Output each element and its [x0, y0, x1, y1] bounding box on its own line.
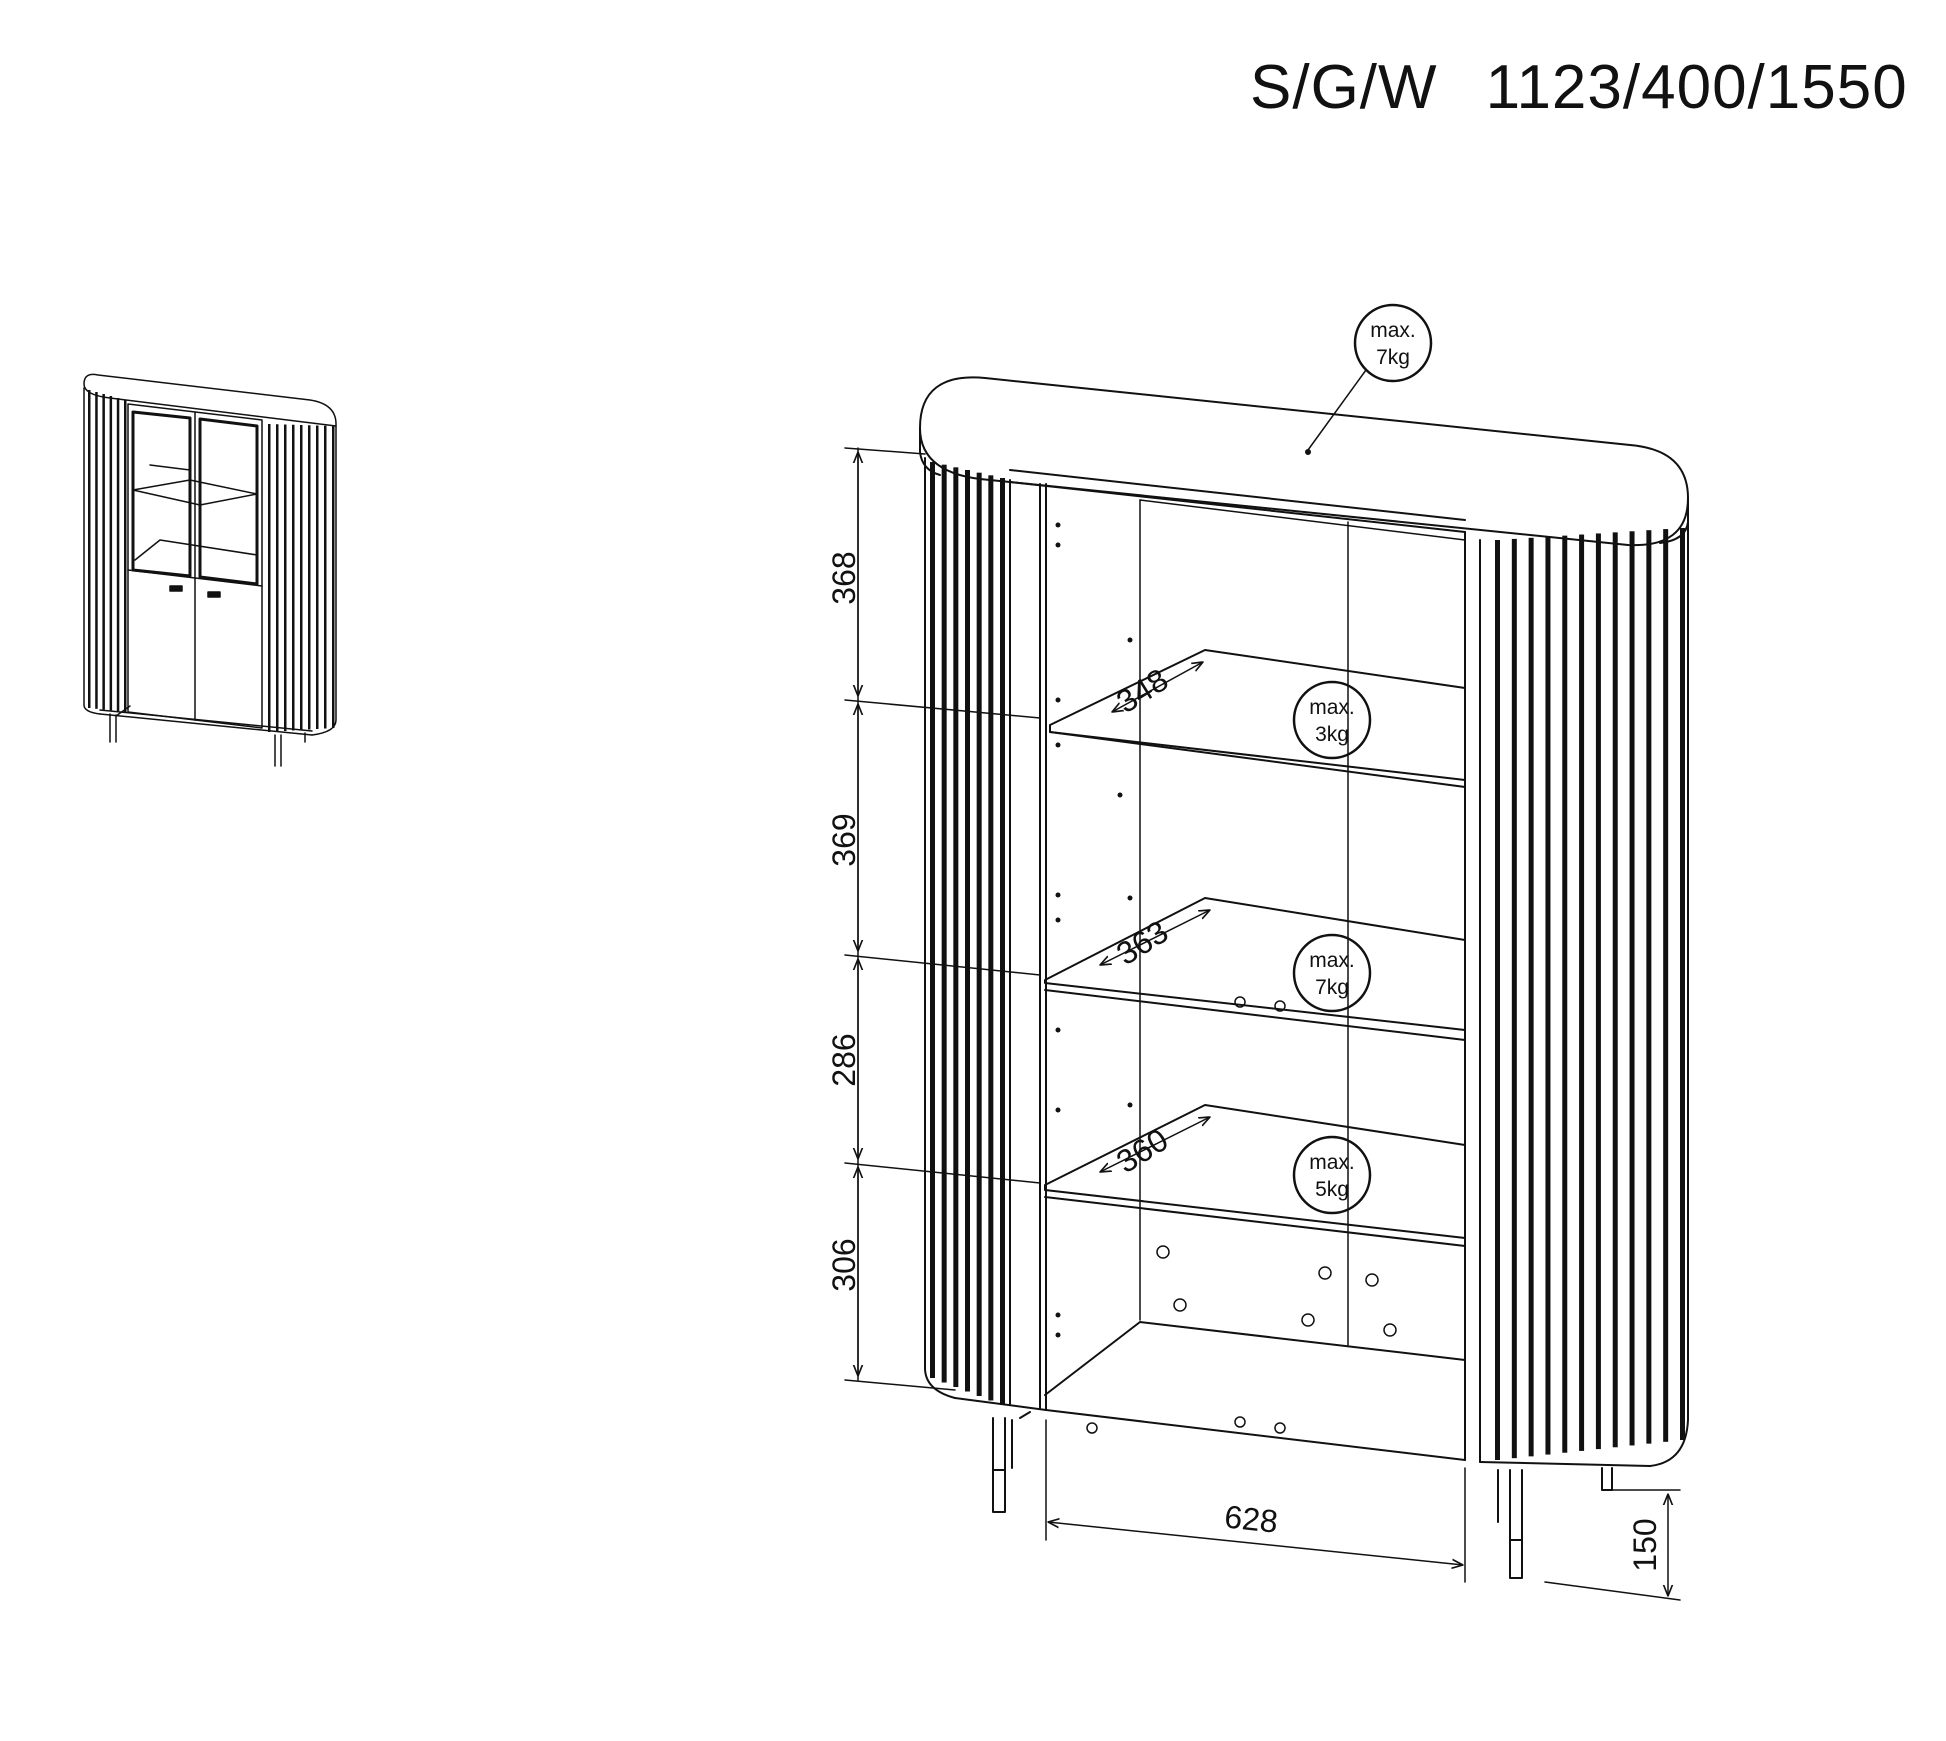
load-shelf1-line2: 3kg: [1315, 723, 1349, 746]
load-shelf2-line1: max.: [1309, 949, 1355, 972]
flute-strip: [965, 470, 970, 1392]
flute-strip: [102, 394, 105, 710]
flute-strip: [976, 472, 982, 1397]
shelf-pin-holes: [1055, 522, 1133, 1338]
flute-strip: [1612, 532, 1618, 1448]
flute-strip: [1646, 530, 1652, 1444]
flute-strip: [276, 424, 279, 732]
flute-strip: [1663, 529, 1669, 1442]
flute-strip: [1579, 534, 1585, 1451]
inner-width: 628: [1223, 1498, 1280, 1539]
flute-strip: [1629, 531, 1635, 1446]
load-shelf3-line1: max.: [1309, 1151, 1355, 1174]
flute-strip: [324, 425, 327, 729]
flute-strip: [930, 462, 935, 1378]
flute-strip: [953, 467, 959, 1387]
height-dim-1: 368: [826, 551, 862, 604]
flute-strip: [332, 426, 335, 728]
flute-strip: [1528, 537, 1534, 1457]
flute-strip: [941, 464, 947, 1383]
right-fluted-door: [1495, 528, 1685, 1460]
shelf-3: [1044, 1104, 1466, 1239]
flute-strip: [109, 396, 113, 711]
load-top-line2: 7kg: [1376, 346, 1410, 369]
flute-strip: [308, 425, 311, 730]
shelf-depth-3: 360: [1110, 1121, 1174, 1180]
flute-strip: [1495, 540, 1500, 1460]
flute-strip: [124, 400, 127, 712]
flute-strip: [1562, 535, 1568, 1453]
flute-strip: [116, 398, 120, 712]
height-dimension-chain: [844, 447, 1041, 1391]
flute-strip: [316, 425, 319, 729]
cabinet-bottom: [1044, 1321, 1466, 1396]
cabinet-thumbnail: [83, 373, 337, 767]
product-dimensions: 1123/400/1550: [1485, 53, 1908, 122]
flute-strip: [95, 392, 98, 709]
flute-strip: [88, 390, 91, 708]
height-dim-3: 286: [826, 1033, 862, 1086]
flute-strip: [1680, 528, 1685, 1440]
thumbnail-left-flutes: [88, 390, 127, 712]
flute-strip: [292, 424, 295, 731]
left-fluted-door: [930, 462, 1005, 1405]
shelf-depth-2: 363: [1110, 913, 1174, 972]
flute-strip: [1595, 533, 1601, 1450]
flute-strip: [1545, 536, 1551, 1455]
flute-strip: [284, 424, 287, 731]
inner-width-dim: [1045, 1419, 1466, 1583]
flute-strip: [300, 425, 303, 730]
flute-strip: [268, 424, 271, 732]
cabinet-main: [919, 376, 1689, 1579]
cam-locks: [1086, 996, 1397, 1434]
leg-height-dim: [1544, 1489, 1681, 1601]
load-shelf1-line1: max.: [1309, 696, 1355, 719]
leg-height: 150: [1627, 1518, 1663, 1571]
load-shelf2-line2: 7kg: [1315, 976, 1349, 999]
height-dim-4: 306: [826, 1238, 862, 1291]
height-dim-2: 369: [826, 813, 862, 866]
flute-strip: [1511, 538, 1517, 1459]
product-title: S/G/W 1123/400/1550: [1250, 52, 1908, 123]
load-badge-top: max. 7kg: [1305, 303, 1433, 455]
load-badge-shelf-2: max. 7kg: [1292, 933, 1372, 1013]
load-top-line1: max.: [1370, 319, 1416, 342]
thumbnail-right-flutes: [268, 424, 335, 732]
shelf-2: [1044, 897, 1466, 1031]
shelf-depth-dims: [1100, 662, 1210, 1172]
product-code: S/G/W: [1250, 53, 1438, 122]
load-shelf3-line2: 5kg: [1315, 1178, 1349, 1201]
flute-strip: [988, 475, 994, 1401]
load-badge-shelf-3: max. 5kg: [1292, 1135, 1372, 1215]
cabinet-legs: [992, 1411, 1613, 1579]
load-badge-shelf-1: max. 3kg: [1292, 680, 1372, 760]
flute-strip: [1000, 478, 1005, 1405]
